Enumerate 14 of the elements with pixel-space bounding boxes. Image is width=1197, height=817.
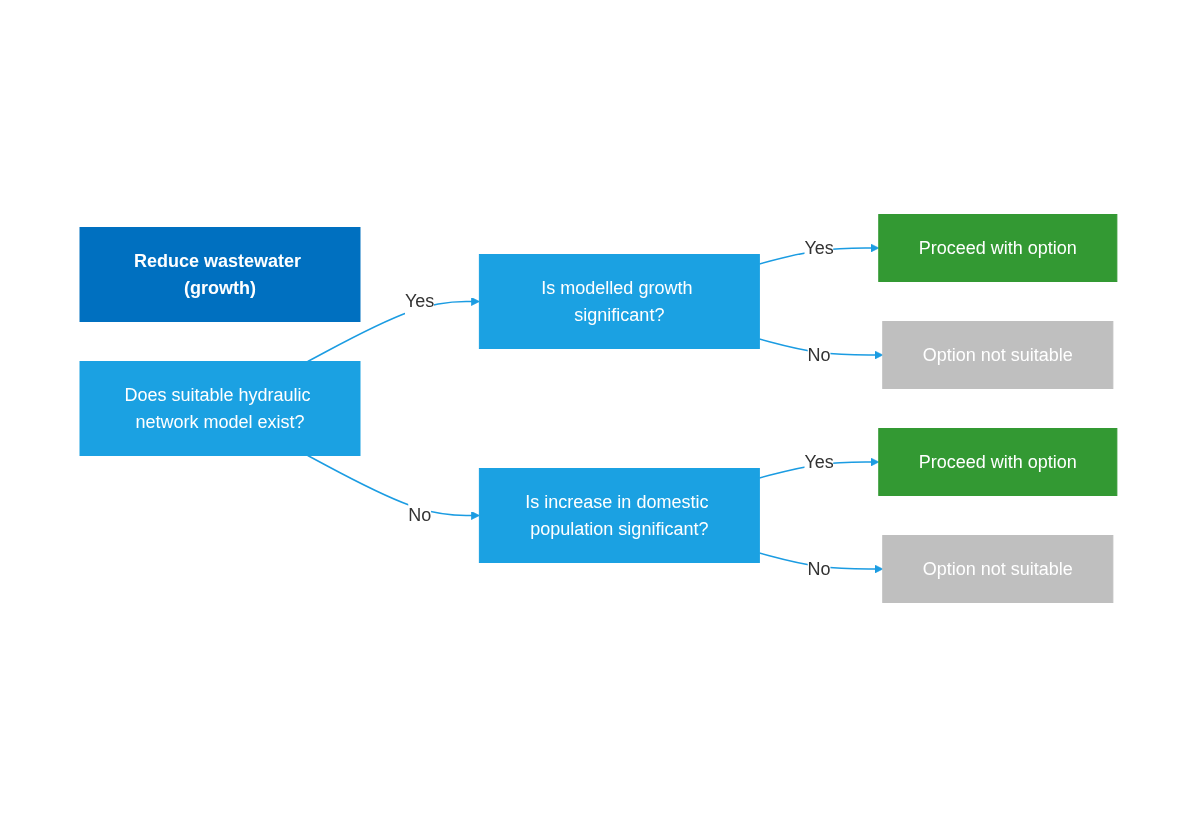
node-box: Is modelled growth significant? xyxy=(478,254,760,349)
node-box: Proceed with option xyxy=(878,214,1118,282)
node-box: Reduce wastewater (growth) xyxy=(79,227,361,322)
edge-label: Yes xyxy=(405,291,435,311)
node-box: Does suitable hydraulic network model exist? xyxy=(79,361,361,456)
node-box: Is increase in domestic population significant? xyxy=(478,468,760,563)
node-box: Proceed with option xyxy=(878,428,1118,496)
edge-label: No xyxy=(807,344,831,365)
edge-label: Yes xyxy=(804,237,834,258)
edge-label: Yes xyxy=(804,451,834,472)
edge-label: No xyxy=(408,505,432,525)
node-box: Option not suitable xyxy=(882,321,1114,389)
node-box: Option not suitable xyxy=(882,535,1114,603)
edge-label: No xyxy=(807,558,831,579)
